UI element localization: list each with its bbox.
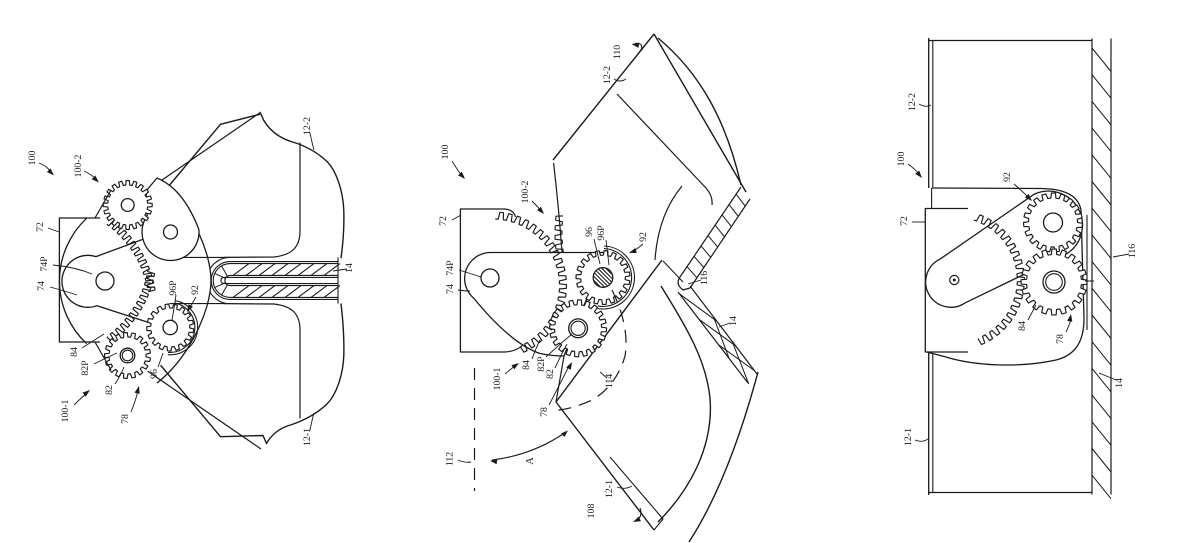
svg-text:110: 110 (612, 45, 623, 59)
svg-text:14: 14 (344, 263, 355, 273)
svg-text:14: 14 (1114, 378, 1125, 388)
svg-text:A: A (525, 457, 536, 465)
svg-text:112: 112 (445, 452, 456, 466)
svg-text:74: 74 (445, 284, 456, 294)
svg-text:116: 116 (1127, 244, 1138, 258)
svg-text:74P: 74P (445, 260, 456, 276)
svg-text:12-1: 12-1 (903, 428, 914, 446)
svg-text:82: 82 (545, 369, 556, 379)
svg-text:100-2: 100-2 (73, 154, 84, 177)
svg-text:72: 72 (438, 216, 449, 226)
svg-text:14: 14 (728, 316, 739, 326)
svg-text:100: 100 (27, 151, 38, 166)
svg-text:78: 78 (120, 414, 131, 424)
svg-text:92: 92 (1002, 172, 1013, 182)
svg-text:84: 84 (69, 347, 80, 357)
svg-text:12-2: 12-2 (907, 93, 918, 111)
svg-text:100: 100 (896, 152, 907, 167)
svg-text:12-1: 12-1 (302, 428, 313, 446)
svg-text:96P: 96P (596, 225, 607, 241)
svg-text:74: 74 (36, 281, 47, 291)
svg-text:100-1: 100-1 (60, 399, 71, 422)
svg-text:100-1: 100-1 (492, 367, 503, 390)
svg-text:12-2: 12-2 (302, 117, 313, 135)
svg-text:78: 78 (1055, 334, 1066, 344)
svg-text:82: 82 (104, 385, 115, 395)
svg-text:116: 116 (699, 271, 710, 285)
svg-text:100-2: 100-2 (520, 180, 531, 203)
svg-text:82P: 82P (536, 356, 547, 372)
svg-text:92: 92 (638, 232, 649, 242)
svg-text:96: 96 (149, 369, 160, 379)
svg-text:78: 78 (539, 407, 550, 417)
svg-text:74P: 74P (39, 256, 50, 272)
svg-text:96P: 96P (168, 280, 179, 296)
svg-text:92: 92 (190, 285, 201, 295)
svg-text:96: 96 (584, 227, 595, 237)
svg-text:12-1: 12-1 (604, 480, 615, 498)
svg-text:12-2: 12-2 (602, 66, 613, 84)
svg-text:84: 84 (1017, 321, 1028, 331)
svg-text:72: 72 (35, 222, 46, 232)
svg-text:72: 72 (899, 216, 910, 226)
svg-text:100: 100 (440, 145, 451, 160)
svg-text:82P: 82P (80, 360, 91, 376)
svg-text:114: 114 (604, 374, 615, 388)
svg-text:108: 108 (586, 504, 597, 519)
svg-text:84: 84 (521, 360, 532, 370)
